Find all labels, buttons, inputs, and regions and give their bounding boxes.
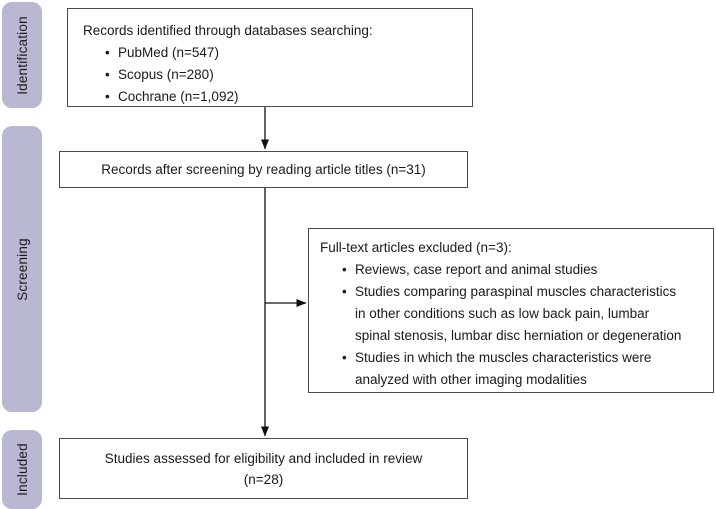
box-studies-included-line1: Studies assessed for eligibility and inc…: [104, 450, 423, 466]
box-studies-included-line2: (n=28): [243, 471, 284, 487]
list-item: Cochrane (n=1,092): [105, 86, 458, 108]
stage-band-included: Included: [2, 430, 42, 509]
box-records-identified: Records identified through databases sea…: [67, 8, 473, 108]
list-item: Studies comparing paraspinal muscles cha…: [342, 281, 705, 347]
list-item-line: analyzed with other imaging modalities: [355, 372, 587, 387]
list-item-line: in other conditions such as low back pai…: [355, 306, 650, 321]
list-item: PubMed (n=547): [105, 42, 458, 64]
box-studies-included: Studies assessed for eligibility and inc…: [59, 438, 468, 499]
list-item-line: Studies comparing paraspinal muscles cha…: [355, 284, 677, 299]
box-records-identified-title: Records identified through databases sea…: [83, 23, 373, 38]
list-item-line: spinal stenosis, lumbar disc herniation …: [355, 328, 682, 343]
box-fulltext-excluded: Full-text articles excluded (n=3): Revie…: [308, 228, 714, 393]
list-item-line: Reviews, case report and animal studies: [355, 262, 598, 277]
stage-label-included: Included: [14, 443, 30, 496]
box-fulltext-excluded-list: Reviews, case report and animal studies …: [320, 259, 705, 391]
stage-label-identification: Identification: [14, 15, 30, 95]
stage-band-identification: Identification: [2, 2, 42, 108]
box-records-screened-text: Records after screening by reading artic…: [101, 161, 426, 177]
box-records-identified-list: PubMed (n=547) Scopus (n=280) Cochrane (…: [83, 42, 458, 108]
list-item: Reviews, case report and animal studies: [342, 259, 705, 281]
list-item: Studies in which the muscles characteris…: [342, 347, 705, 391]
box-records-screened: Records after screening by reading artic…: [59, 151, 468, 188]
list-item: Scopus (n=280): [105, 64, 458, 86]
list-item-line: Studies in which the muscles characteris…: [355, 350, 652, 365]
stage-band-screening: Screening: [2, 126, 42, 412]
stage-label-screening: Screening: [14, 237, 30, 301]
box-fulltext-excluded-title: Full-text articles excluded (n=3):: [320, 240, 512, 255]
